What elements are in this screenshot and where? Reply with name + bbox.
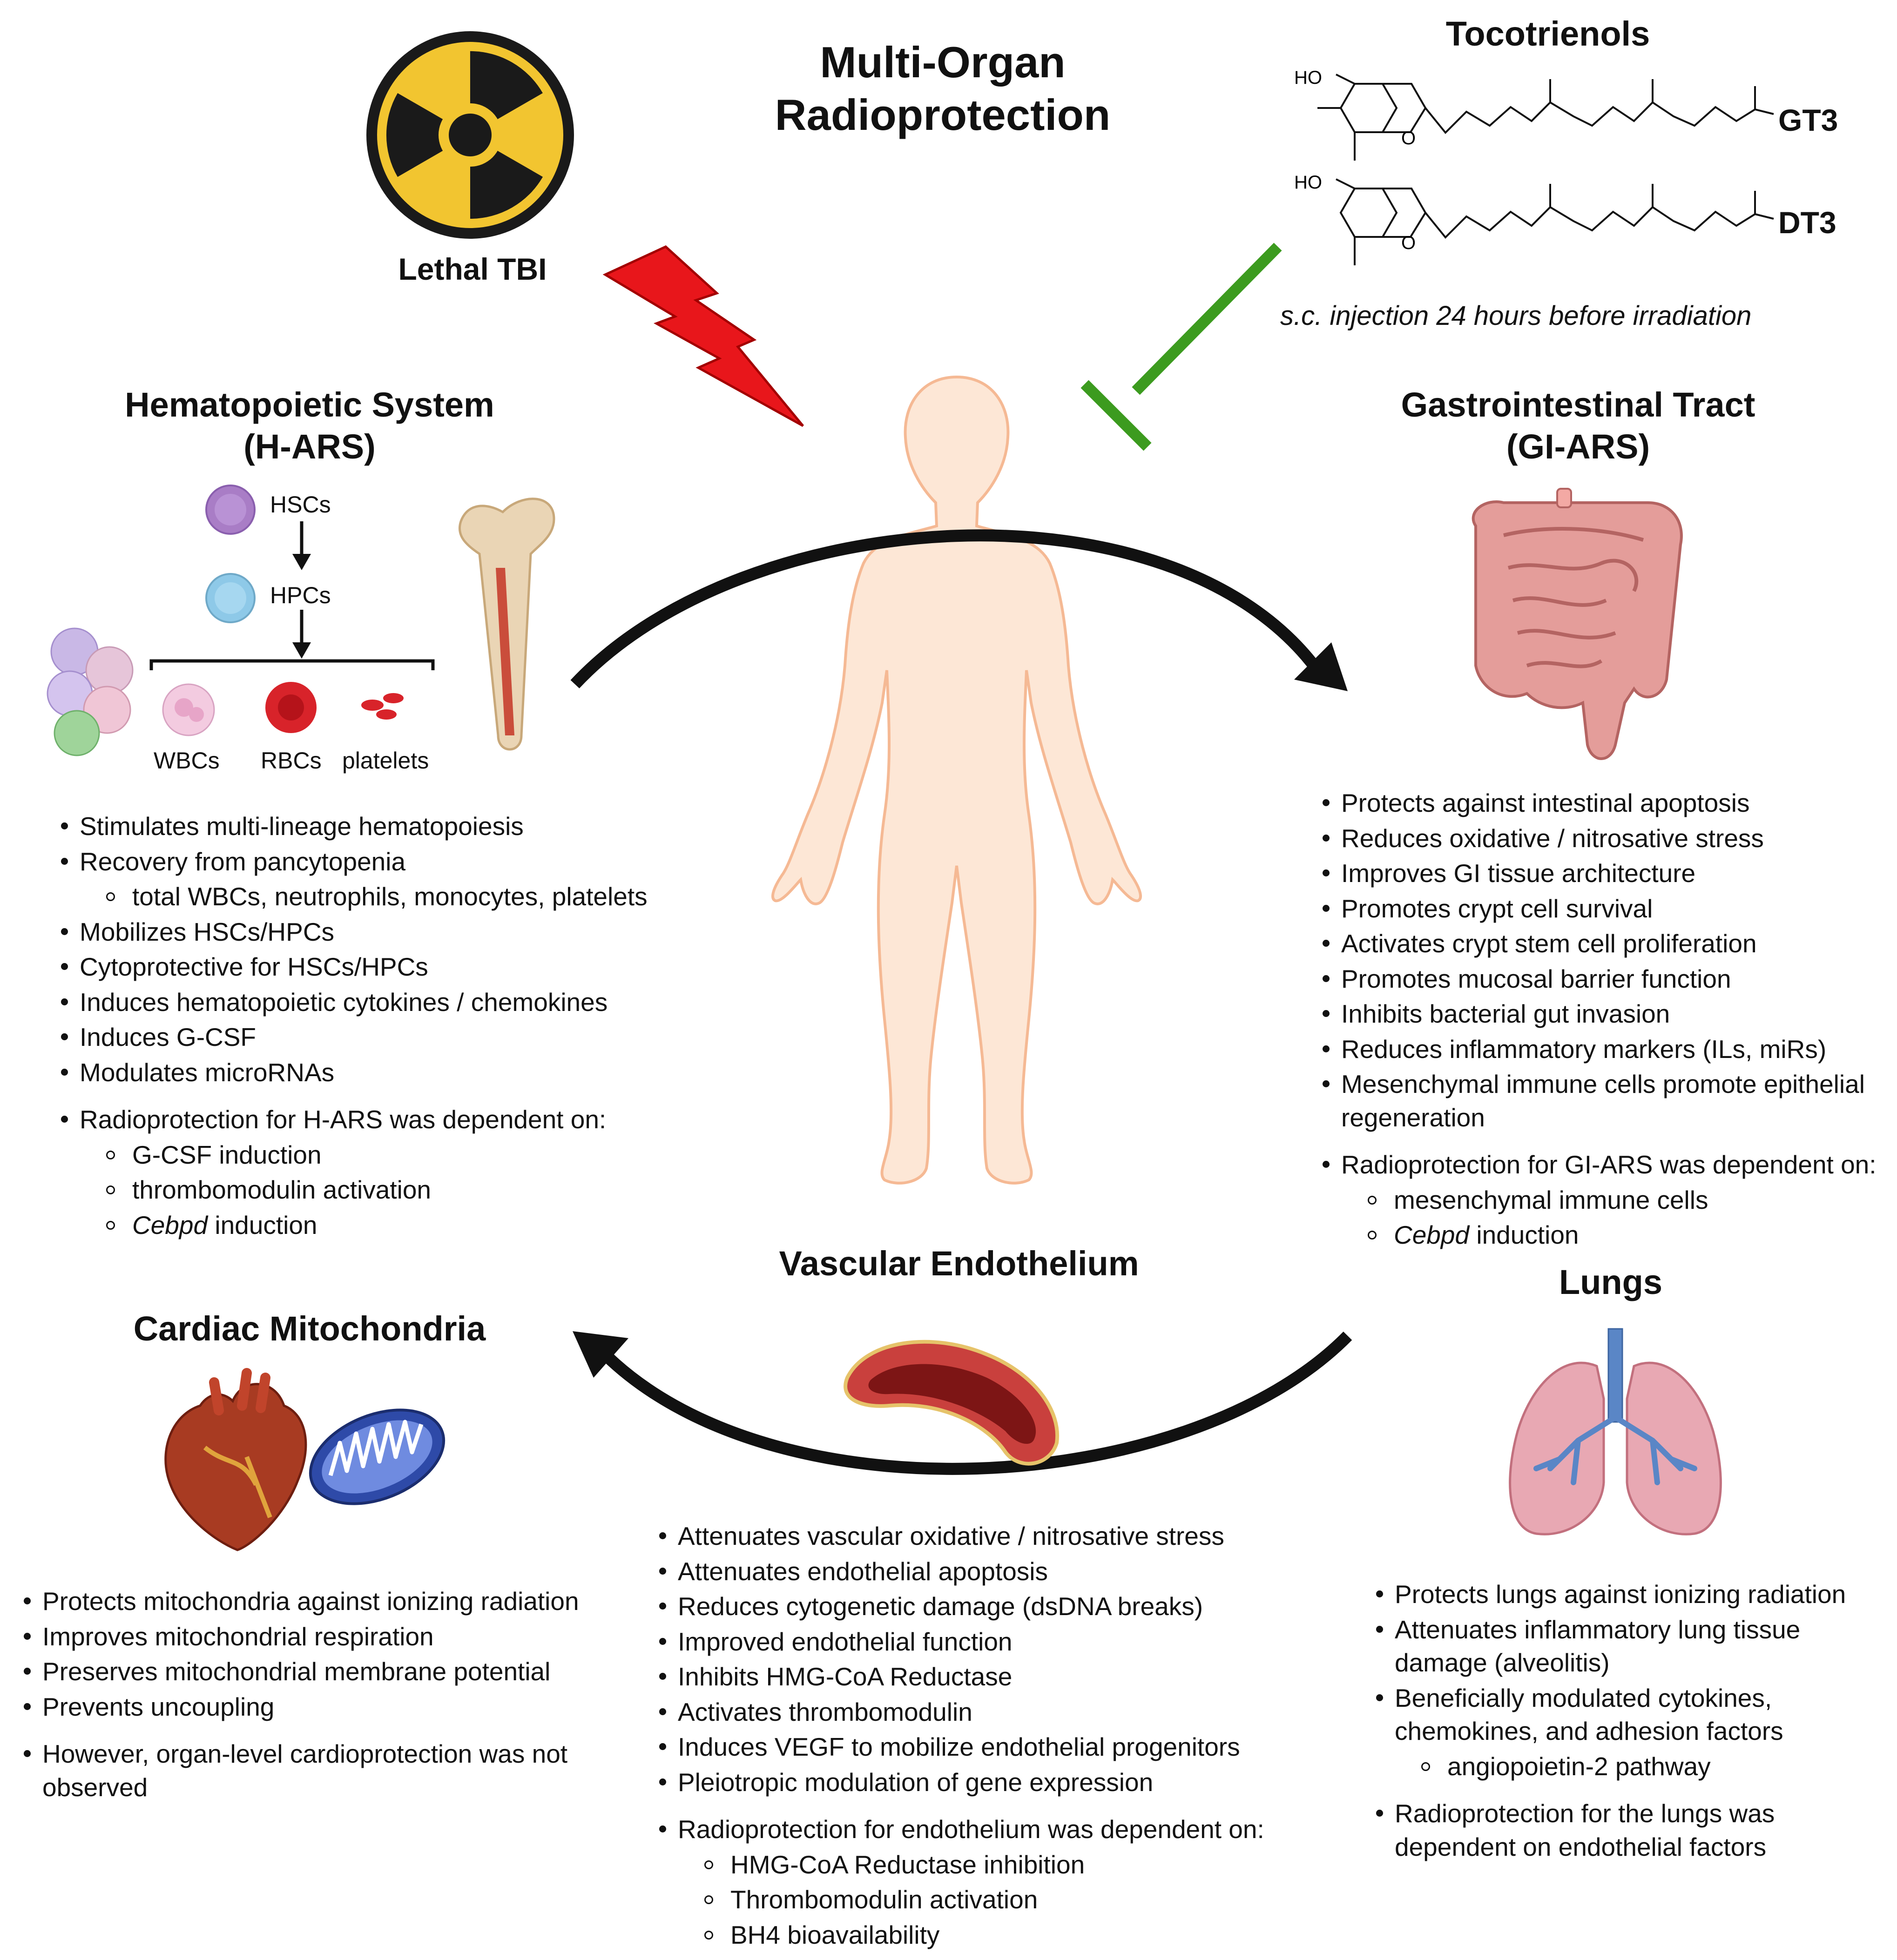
- inhibition-arrow-icon: [1080, 242, 1282, 451]
- list-item: Attenuates inflammatory lung tissue dama…: [1369, 1613, 1881, 1680]
- list-item: Reduces cytogenetic damage (dsDNA breaks…: [652, 1590, 1313, 1623]
- ho-label: HO: [1294, 172, 1322, 193]
- list-item: Attenuates endothelial apoptosis: [652, 1555, 1313, 1589]
- radiation-icon: [366, 31, 574, 239]
- hematopoietic-title: Hematopoietic System (H-ARS): [125, 385, 494, 466]
- list-item: Cytoprotective for HSCs/HPCs: [54, 950, 705, 984]
- list-item: Modulates microRNAs: [54, 1056, 705, 1090]
- list-item: Pleiotropic modulation of gene expressio…: [652, 1766, 1313, 1799]
- list-item: Inhibits bacterial gut invasion: [1315, 997, 1892, 1031]
- mitochondrion-icon: [309, 1408, 446, 1505]
- main-title: Multi-Organ Radioprotection: [775, 38, 1111, 139]
- list-item: Cebpd induction: [1315, 1219, 1892, 1252]
- list-item: Radioprotection for the lungs was depend…: [1369, 1797, 1881, 1864]
- heart-icon: [164, 1383, 307, 1551]
- list-item: Induces G-CSF: [54, 1021, 705, 1054]
- list-item: mesenchymal immune cells: [1315, 1184, 1892, 1217]
- vascular-title: Vascular Endothelium: [779, 1244, 1139, 1283]
- list-item: Protects mitochondria against ionizing r…: [16, 1585, 621, 1618]
- list-item: Improved endothelial function: [652, 1625, 1313, 1659]
- list-item: BH4 bioavailability: [652, 1919, 1313, 1952]
- blood-vessel-icon: [844, 1340, 1060, 1466]
- dt3-structure-icon: HO O: [1294, 172, 1774, 265]
- platelets-label: platelets: [342, 748, 429, 774]
- list-item: Inhibits HMG-CoA Reductase: [652, 1660, 1313, 1694]
- lungs-title: Lungs: [1559, 1263, 1662, 1301]
- wbcs-label: WBCs: [154, 748, 220, 774]
- list-item: Radioprotection for GI-ARS was dependent…: [1315, 1148, 1892, 1182]
- human-body-icon: [771, 375, 1142, 1185]
- list-item: Promotes crypt cell survival: [1315, 892, 1892, 926]
- list-item: Beneficially modulated cytokines, chemok…: [1369, 1682, 1881, 1748]
- cardiac-list: Protects mitochondria against ionizing r…: [16, 1585, 621, 1806]
- list-item: thrombomodulin activation: [54, 1173, 705, 1207]
- gi-list: Protects against intestinal apoptosis Re…: [1315, 787, 1892, 1254]
- heart-mitochondria-icon: [164, 1368, 446, 1551]
- cardiac-title: Cardiac Mitochondria: [133, 1309, 486, 1348]
- list-item: Protects against intestinal apoptosis: [1315, 787, 1892, 820]
- list-item: Induces hematopoietic cytokines / chemok…: [54, 986, 705, 1019]
- list-item: Reduces oxidative / nitrosative stress: [1315, 822, 1892, 855]
- platelet-icon: [361, 700, 384, 711]
- tocotrienols-title: Tocotrienols: [1445, 14, 1650, 53]
- gi-title: Gastrointestinal Tract (GI-ARS): [1401, 385, 1755, 466]
- list-item: total WBCs, neutrophils, monocytes, plat…: [54, 880, 705, 914]
- list-item: Protects lungs against ionizing radiatio…: [1369, 1578, 1881, 1611]
- vascular-list: Attenuates vascular oxidative / nitrosat…: [652, 1520, 1313, 1953]
- hematopoiesis-diagram: [47, 485, 555, 756]
- list-item: Prevents uncoupling: [16, 1691, 621, 1724]
- lungs-icon: [1509, 1328, 1722, 1536]
- ho-label: HO: [1294, 67, 1322, 88]
- rbcs-label: RBCs: [261, 748, 322, 774]
- lightning-bolt-icon: [602, 245, 804, 427]
- list-item: Cebpd induction: [54, 1209, 705, 1242]
- list-item: HMG-CoA Reductase inhibition: [652, 1848, 1313, 1882]
- list-item: Thrombomodulin activation: [652, 1883, 1313, 1917]
- intestine-icon: [1472, 488, 1683, 760]
- dt3-label: DT3: [1778, 205, 1836, 240]
- lungs-list: Protects lungs against ionizing radiatio…: [1369, 1578, 1881, 1866]
- list-item: Reduces inflammatory markers (ILs, miRs): [1315, 1033, 1892, 1066]
- list-item: Recovery from pancytopenia: [54, 845, 705, 879]
- list-item: Improves GI tissue architecture: [1315, 857, 1892, 890]
- gt3-structure-icon: HO O: [1294, 67, 1774, 161]
- list-item: Radioprotection for H-ARS was dependent …: [54, 1103, 705, 1137]
- list-item: Improves mitochondrial respiration: [16, 1620, 621, 1654]
- list-item: However, organ-level cardioprotection wa…: [16, 1738, 621, 1804]
- o-label: O: [1401, 233, 1416, 253]
- list-item: Induces VEGF to mobilize endothelial pro…: [652, 1731, 1313, 1764]
- list-item: Radioprotection for endothelium was depe…: [652, 1813, 1313, 1846]
- list-item: Stimulates multi-lineage hematopoiesis: [54, 810, 705, 843]
- tbi-label: Lethal TBI: [398, 252, 547, 286]
- list-item: G-CSF induction: [54, 1138, 705, 1172]
- list-item: Mobilizes HSCs/HPCs: [54, 916, 705, 949]
- gt3-label: GT3: [1778, 103, 1838, 137]
- list-item: Activates thrombomodulin: [652, 1696, 1313, 1729]
- hematopoietic-list: Stimulates multi-lineage hematopoiesis R…: [54, 810, 705, 1244]
- list-item: Preserves mitochondrial membrane potenti…: [16, 1655, 621, 1689]
- o-label: O: [1401, 128, 1416, 148]
- bottom-arc-arrow: [573, 1331, 1352, 1475]
- list-item: Mesenchymal immune cells promote epithel…: [1315, 1068, 1892, 1134]
- hscs-label: HSCs: [270, 492, 331, 518]
- hpcs-label: HPCs: [270, 582, 331, 608]
- list-item: Activates crypt stem cell proliferation: [1315, 927, 1892, 961]
- list-item: Promotes mucosal barrier function: [1315, 963, 1892, 996]
- injection-note: s.c. injection 24 hours before irradiati…: [1280, 301, 1752, 331]
- list-item: Attenuates vascular oxidative / nitrosat…: [652, 1520, 1313, 1553]
- list-item: angiopoietin-2 pathway: [1369, 1750, 1881, 1784]
- top-arc-arrow: [570, 529, 1348, 691]
